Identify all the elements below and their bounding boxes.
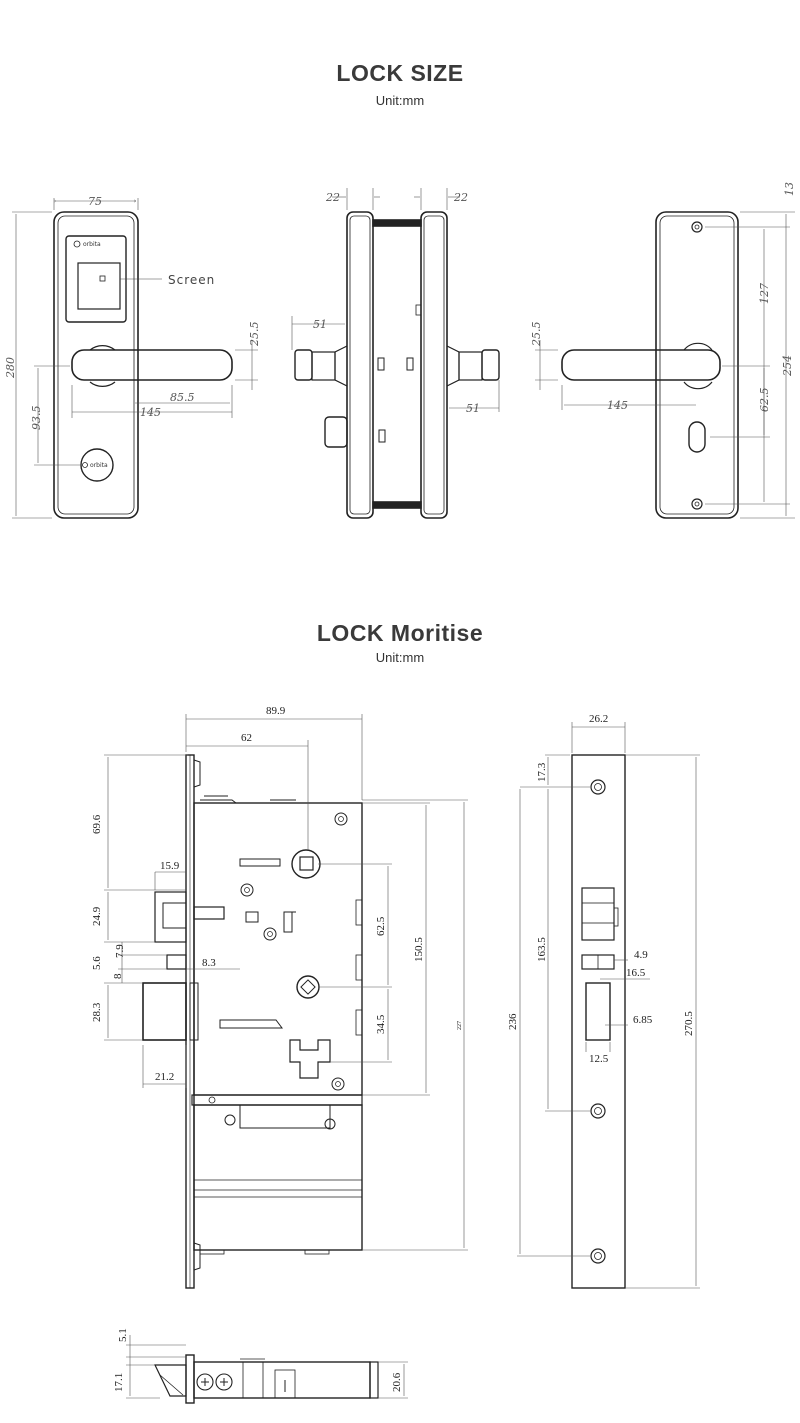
dim-face-2705: 270.5 xyxy=(683,1011,695,1036)
section-unit-lock-mortise: Unit:mm xyxy=(375,650,425,665)
section-title-lock-size: LOCK SIZE xyxy=(336,60,464,86)
dim-mortise-227: 227 xyxy=(457,1021,463,1030)
dim-face-165: 16.5 xyxy=(626,967,646,979)
dim-front-handle-h: 25.5 xyxy=(248,322,261,348)
section-title-lock-mortise: LOCK Moritise xyxy=(316,620,484,646)
back-view xyxy=(561,211,739,519)
dim-mortise-56: 5.6 xyxy=(91,956,103,970)
dim-mortise-79: 7.9 xyxy=(114,944,126,958)
dim-front-width: 75 xyxy=(88,195,102,208)
dim-face-262: 26.2 xyxy=(589,713,608,725)
dim-face-236: 236 xyxy=(507,1013,519,1030)
dim-mortise-62: 62 xyxy=(241,732,252,744)
mortise-body xyxy=(142,754,363,1289)
dim-side-top-left: 22 xyxy=(325,191,340,204)
mortise-bottom-view xyxy=(154,1354,379,1404)
dim-mortise-212: 21.2 xyxy=(155,1071,174,1083)
dim-mortise-83: 8.3 xyxy=(202,957,216,969)
dim-front-handle-knob: 93.5 xyxy=(30,406,43,431)
front-view xyxy=(53,211,233,519)
dim-bottom-206: 20.6 xyxy=(391,1372,403,1392)
dim-bottom-171: 17.1 xyxy=(113,1373,125,1392)
front-brand-logo: orbita xyxy=(83,241,101,248)
dim-side-spindle-left: 51 xyxy=(313,318,327,331)
dim-mortise-249: 24.9 xyxy=(91,906,103,926)
dim-back-handle-len: 145 xyxy=(607,399,628,412)
dim-face-1635: 163.5 xyxy=(536,937,548,962)
dim-back-handle-h: 25.5 xyxy=(530,322,543,348)
dim-back-to-slot: 62.5 xyxy=(758,388,771,413)
dim-face-685: 6.85 xyxy=(633,1014,653,1026)
dim-mortise-345: 34.5 xyxy=(375,1014,387,1034)
dim-back-top: 13 xyxy=(783,182,796,196)
dim-mortise-899: 89.9 xyxy=(266,705,286,717)
dim-front-handle-ext: 85.5 xyxy=(170,391,195,404)
dim-mortise-283: 28.3 xyxy=(91,1002,103,1022)
knob-brand-logo: orbita xyxy=(90,462,108,469)
dim-back-total: 254 xyxy=(781,355,794,377)
dim-side-spindle-right: 51 xyxy=(466,402,480,415)
dim-face-125: 12.5 xyxy=(589,1053,609,1065)
dim-front-handle-len: 145 xyxy=(140,406,161,419)
dim-face-49: 4.9 xyxy=(634,949,648,961)
dim-back-screw-span: 127 xyxy=(758,283,771,304)
side-view xyxy=(294,211,500,519)
dim-side-top-right: 22 xyxy=(453,191,468,204)
section-unit-lock-size: Unit:mm xyxy=(375,93,425,108)
screen-callout: Screen xyxy=(168,273,215,287)
dim-mortise-625: 62.5 xyxy=(375,916,387,936)
dim-mortise-1505: 150.5 xyxy=(413,937,425,962)
dim-mortise-8: 8 xyxy=(112,973,124,979)
dim-front-height: 280 xyxy=(4,357,17,379)
dim-bottom-51: 5.1 xyxy=(117,1328,129,1342)
faceplate xyxy=(571,754,626,1289)
dim-mortise-696: 69.6 xyxy=(91,814,103,834)
dim-mortise-159: 15.9 xyxy=(160,860,180,872)
dim-face-173: 17.3 xyxy=(536,762,548,782)
